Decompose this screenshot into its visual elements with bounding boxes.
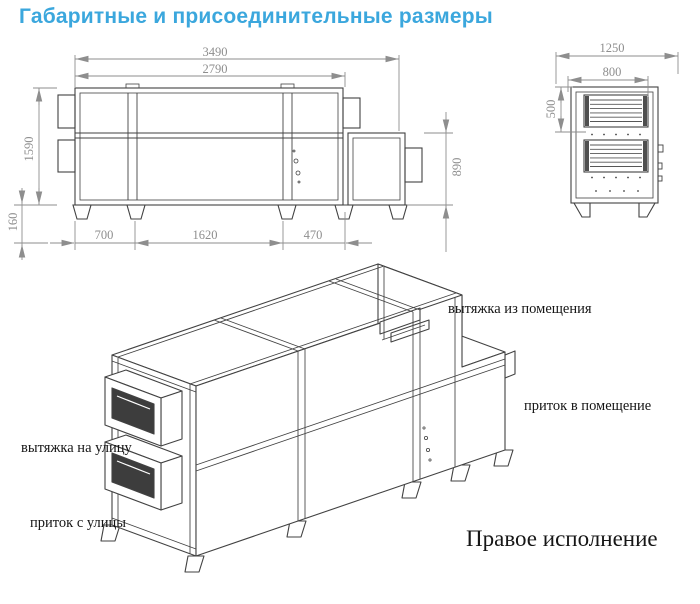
exhaust-duct-flange xyxy=(104,369,183,447)
label-exhaust-to-outside: вытяжка на улицу xyxy=(21,440,132,456)
dim-front-span-right: 470 xyxy=(303,227,323,242)
front-view-drawing xyxy=(57,83,423,220)
front-view-dimensions xyxy=(14,55,453,260)
label-variant: Правое исполнение xyxy=(466,526,658,551)
dim-side-upper-height: 500 xyxy=(543,99,558,119)
label-supply-to-room: приток в помещение xyxy=(524,398,652,414)
dim-front-leg-height: 160 xyxy=(5,212,20,232)
dim-front-span-mid: 1620 xyxy=(192,227,218,242)
page-title: Габаритные и присоединительные размеры xyxy=(19,5,493,28)
dim-side-total-depth: 1250 xyxy=(599,40,625,55)
isometric-drawing xyxy=(100,263,516,573)
side-view-dimensions xyxy=(555,52,679,133)
dim-front-total-width: 3490 xyxy=(202,44,228,59)
dim-front-body-width: 2790 xyxy=(202,61,228,76)
intake-duct-flange xyxy=(104,434,183,511)
dim-front-body-height: 1590 xyxy=(21,136,36,162)
label-exhaust-from-room: вытяжка из помещения xyxy=(448,301,592,317)
dim-front-span-left: 700 xyxy=(94,227,114,242)
side-view-drawing xyxy=(570,86,664,218)
label-intake-from-outside: приток с улицы xyxy=(30,515,127,531)
isometric-feet xyxy=(100,449,514,573)
dim-front-right-height: 890 xyxy=(449,157,464,177)
dim-side-opening-width: 800 xyxy=(602,64,622,79)
